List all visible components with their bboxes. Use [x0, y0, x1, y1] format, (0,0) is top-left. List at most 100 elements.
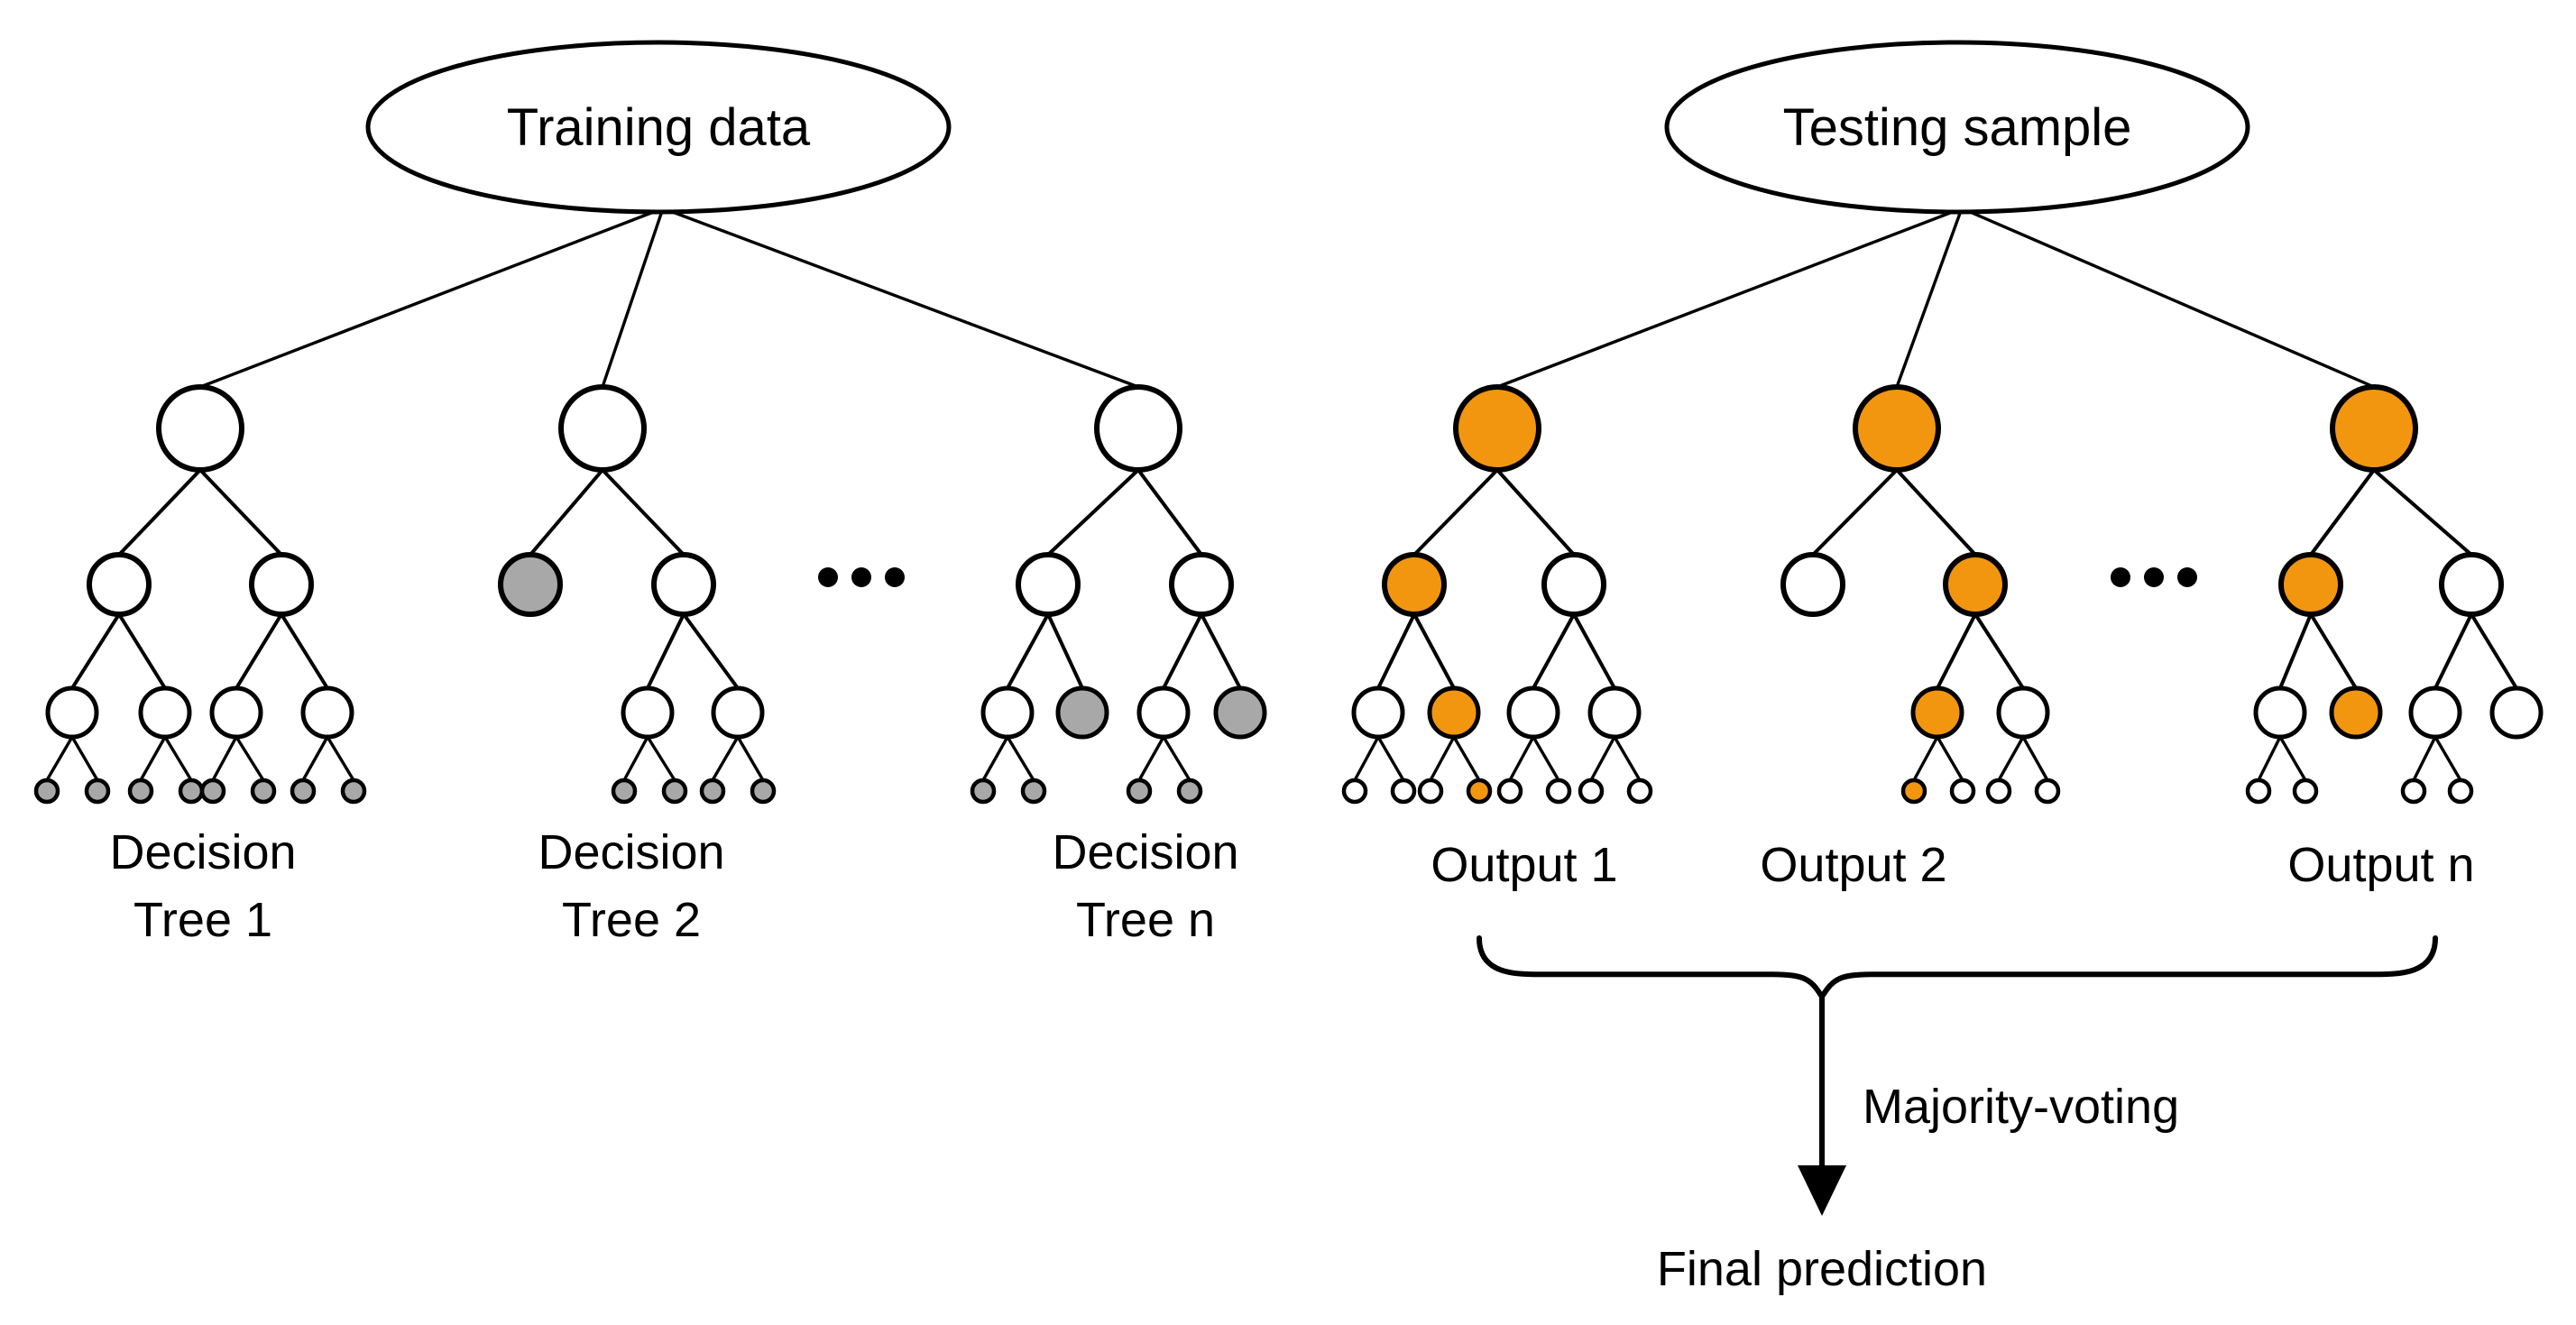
- tree-edge: [1429, 735, 1456, 782]
- majority-voting-arrow-head: [1798, 1165, 1846, 1216]
- decision-tree-2-node-1: [711, 686, 765, 740]
- decision-tree-1-node-2: [209, 686, 263, 740]
- decision-tree-1-branch-1: [249, 552, 314, 617]
- tree-edge: [622, 735, 649, 782]
- tree-edge: [1613, 735, 1642, 782]
- tree-edge: [2278, 612, 2313, 690]
- decision-tree-2-leaf-3: [750, 778, 777, 805]
- testing-root-label: Testing sample: [1783, 98, 2132, 157]
- tree-edge: [1572, 612, 1616, 690]
- output-tree-1-node-2: [1506, 686, 1560, 740]
- outputs-brace: [1477, 935, 2438, 1002]
- tree-edge: [1137, 735, 1165, 782]
- tree-edge: [198, 468, 283, 557]
- decision-tree-label-3-line1: Decision: [1052, 825, 1238, 879]
- tree-edge: [1495, 468, 1576, 557]
- tree-edge: [1452, 735, 1481, 782]
- tree-edge: [711, 735, 740, 782]
- tree-edge: [1912, 735, 1939, 782]
- tree-edge: [211, 735, 238, 782]
- tree-edge: [280, 612, 329, 690]
- decision-tree-1-leaf-3: [178, 778, 205, 805]
- training-ellipsis-dot: [851, 567, 871, 587]
- testing-ellipsis-dot: [2177, 567, 2197, 587]
- tree-edge: [2372, 468, 2473, 557]
- decision-tree-label-1-line2: Tree 1: [133, 893, 272, 947]
- tree-edge: [2412, 735, 2437, 782]
- decision-tree-2-leaf-2: [699, 778, 726, 805]
- tree-edge: [682, 612, 740, 690]
- decision-tree-2-branch-1: [651, 552, 716, 617]
- training-root-ellipse: [365, 40, 952, 215]
- tree-edge: [2433, 735, 2462, 782]
- decision-tree-n-node-0: [980, 686, 1035, 740]
- output-tree-2-branch-1: [1943, 552, 2008, 617]
- tree-edge: [646, 612, 685, 690]
- tree-edge: [1895, 207, 1964, 389]
- tree-edge: [117, 612, 167, 690]
- output-tree-2-leaf-0: [1900, 778, 1927, 805]
- decision-tree-1-leaf-0: [33, 778, 60, 805]
- tree-edge: [1006, 612, 1050, 690]
- tree-edge: [1936, 612, 1977, 690]
- decision-tree-1-node-1: [138, 686, 192, 740]
- tree-edge: [981, 735, 1009, 782]
- tree-edge: [1936, 735, 1964, 782]
- output-tree-2-leaf-1: [1949, 778, 1976, 805]
- nodes-layer: [33, 384, 2544, 805]
- decision-tree-label-3-line2: Tree n: [1076, 893, 1215, 947]
- decision-tree-label-2-line1: Decision: [538, 825, 724, 879]
- decision-tree-1-node-3: [300, 686, 354, 740]
- output-tree-1-leaf-2: [1417, 778, 1444, 805]
- tree-edge: [1006, 735, 1035, 782]
- tree-edge: [1973, 612, 2025, 690]
- output-tree-2-branch-0: [1780, 552, 1845, 617]
- tree-edge: [2309, 468, 2376, 557]
- testing-ellipsis-dot: [2144, 567, 2164, 587]
- output-tree-2-node-1: [1996, 686, 2050, 740]
- decision-tree-n-leaf-3: [1176, 778, 1203, 805]
- decision-tree-n-root: [1094, 384, 1182, 473]
- tree-edge: [1412, 468, 1499, 557]
- text-layer: Training data Testing sampleDecisionTree …: [109, 98, 2474, 1296]
- output-label-3: Output n: [2287, 838, 2474, 892]
- tree-edge: [2433, 612, 2473, 690]
- edges-layer: [45, 207, 2518, 782]
- output-tree-1-leaf-1: [1390, 778, 1417, 805]
- output-tree-1-leaf-4: [1496, 778, 1523, 805]
- decision-tree-2-leaf-1: [661, 778, 688, 805]
- decision-tree-n-node-2: [1136, 686, 1191, 740]
- tree-edge: [1895, 468, 1977, 557]
- output-label-1: Output 1: [1431, 838, 1617, 892]
- training-root-label: Training data: [507, 98, 811, 157]
- output-tree-n-branch-0: [2278, 552, 2343, 617]
- tree-edge: [235, 735, 265, 782]
- output-tree-1-leaf-7: [1626, 778, 1653, 805]
- output-tree-2-leaf-2: [1985, 778, 2012, 805]
- tree-edge: [736, 735, 765, 782]
- output-tree-1-node-1: [1427, 686, 1481, 740]
- output-tree-1-leaf-6: [1578, 778, 1605, 805]
- tree-edge: [326, 735, 355, 782]
- output-tree-n-leaf-2: [2400, 778, 2427, 805]
- tree-edge: [2021, 735, 2049, 782]
- decision-tree-2-leaf-0: [611, 778, 638, 805]
- decision-tree-n-leaf-0: [970, 778, 997, 805]
- tree-edge: [601, 207, 665, 389]
- decision-tree-label-1-line1: Decision: [109, 825, 296, 879]
- output-tree-n-node-2: [2408, 686, 2462, 740]
- decision-tree-n-leaf-2: [1126, 778, 1153, 805]
- tree-edge: [1997, 735, 2025, 782]
- tree-edge: [1532, 612, 1576, 690]
- tree-edge: [301, 735, 329, 782]
- decision-tree-n-node-1: [1055, 686, 1109, 740]
- tree-edge: [601, 468, 685, 557]
- output-tree-n-root: [2330, 384, 2418, 473]
- decision-tree-n-branch-0: [1016, 552, 1081, 617]
- tree-edge: [1811, 468, 1899, 557]
- decision-tree-1-root: [156, 384, 244, 473]
- output-tree-n-node-1: [2329, 686, 2383, 740]
- decision-tree-1-leaf-7: [340, 778, 367, 805]
- output-tree-1-branch-1: [1541, 552, 1606, 617]
- output-tree-1-root: [1453, 384, 1541, 473]
